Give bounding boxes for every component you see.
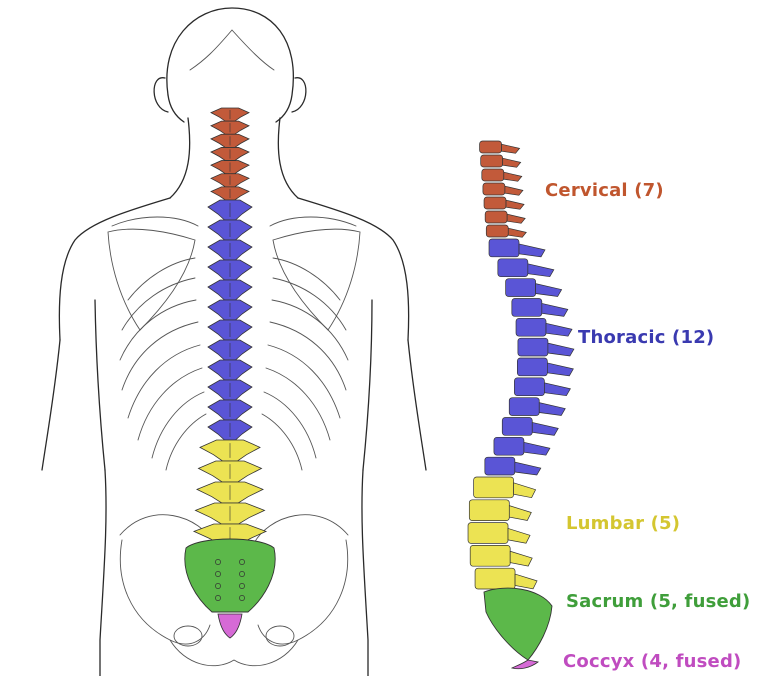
thoracic-spinous-process xyxy=(541,303,569,317)
thoracic-spinous-process xyxy=(531,422,559,436)
body-outline xyxy=(41,7,427,677)
coccyx-side xyxy=(510,659,539,670)
lumbar-vertebra-side xyxy=(467,522,509,544)
thoracic-vertebra-side xyxy=(493,436,525,456)
cervical-side-segment xyxy=(479,140,527,238)
sacrum-side-shape xyxy=(483,587,553,661)
cervical-vertebra-side xyxy=(485,224,509,238)
cervical-vertebra-side xyxy=(484,210,508,224)
cervical-vertebra-side xyxy=(482,182,506,196)
thoracic-vertebra-side xyxy=(515,317,547,337)
coccyx-back xyxy=(217,613,243,639)
lumbar-vertebra-side xyxy=(469,545,511,567)
cervical-vertebra-side xyxy=(479,140,502,154)
lumbar-vertebra-side xyxy=(473,476,514,499)
cervical-vertebra-side xyxy=(483,196,507,210)
sacral-foramen xyxy=(215,559,221,565)
lumbar-spinous-process xyxy=(509,550,533,567)
sacral-foramen xyxy=(215,595,221,601)
sacrum-label: Sacrum (5, fused) xyxy=(566,591,751,612)
sacrum-shape xyxy=(184,538,276,613)
sacral-foramen xyxy=(239,559,245,565)
lumbar-back-segment xyxy=(192,439,268,546)
thoracic-spinous-process xyxy=(514,461,542,476)
sacral-foramen xyxy=(215,583,221,589)
lumbar-spinous-process xyxy=(508,505,532,521)
cervical-vertebra-side xyxy=(480,154,504,168)
sacrum-back-segment xyxy=(184,538,276,613)
thoracic-vertebra-side xyxy=(514,377,545,397)
cervical-spinous-process xyxy=(505,199,525,210)
cervical-back-segment xyxy=(210,107,250,201)
thoracic-spinous-process xyxy=(523,441,551,456)
thoracic-spinous-process xyxy=(538,402,566,416)
sacral-foramen xyxy=(215,571,221,577)
back-view-spine xyxy=(184,107,276,639)
thoracic-spinous-process xyxy=(518,243,546,258)
thoracic-vertebra-side xyxy=(508,397,540,416)
lumbar-spinous-process xyxy=(513,482,537,499)
thoracic-vertebra-side xyxy=(505,278,536,297)
cervical-spinous-process xyxy=(502,157,522,168)
thoracic-spinous-process xyxy=(547,342,575,357)
sacral-foramen xyxy=(239,583,245,589)
lumbar-label: Lumbar (5) xyxy=(566,513,681,534)
cervical-vertebra-side xyxy=(481,168,505,182)
thoracic-vertebra-side xyxy=(484,456,516,476)
thoracic-spinous-process xyxy=(544,382,571,397)
sacral-foramen xyxy=(239,571,245,577)
thoracic-back-segment xyxy=(207,199,253,441)
sacrum-side-segment xyxy=(483,587,553,661)
cervical-spinous-process xyxy=(503,171,523,182)
cervical-spinous-process xyxy=(506,213,526,224)
thoracic-side-segment xyxy=(484,238,575,476)
cervical-spinous-process xyxy=(507,227,527,238)
thoracic-vertebra-side xyxy=(501,417,533,436)
cervical-label: Cervical (7) xyxy=(545,180,664,201)
lumbar-spinous-process xyxy=(514,573,538,590)
sacral-foramen xyxy=(239,595,245,601)
side-view-spine xyxy=(467,140,575,670)
thoracic-vertebra-side xyxy=(488,238,520,258)
cervical-spinous-process xyxy=(504,185,524,196)
thoracic-vertebra-side xyxy=(517,357,548,377)
lumbar-vertebra-side xyxy=(468,499,510,521)
thoracic-label: Thoracic (12) xyxy=(578,327,715,348)
lumbar-side-segment xyxy=(467,476,538,590)
thoracic-spinous-process xyxy=(547,362,574,377)
thoracic-spinous-process xyxy=(545,322,573,337)
thoracic-vertebra-side xyxy=(497,258,529,278)
thoracic-spinous-process xyxy=(527,263,555,278)
lumbar-vertebra-side xyxy=(474,567,516,590)
coccyx-label: Coccyx (4, fused) xyxy=(563,651,742,672)
thoracic-vertebra-side xyxy=(511,298,543,317)
thoracic-vertebra-side xyxy=(517,337,549,357)
thoracic-spinous-process xyxy=(535,283,563,297)
lumbar-spinous-process xyxy=(507,527,531,544)
cervical-spinous-process xyxy=(501,143,521,154)
